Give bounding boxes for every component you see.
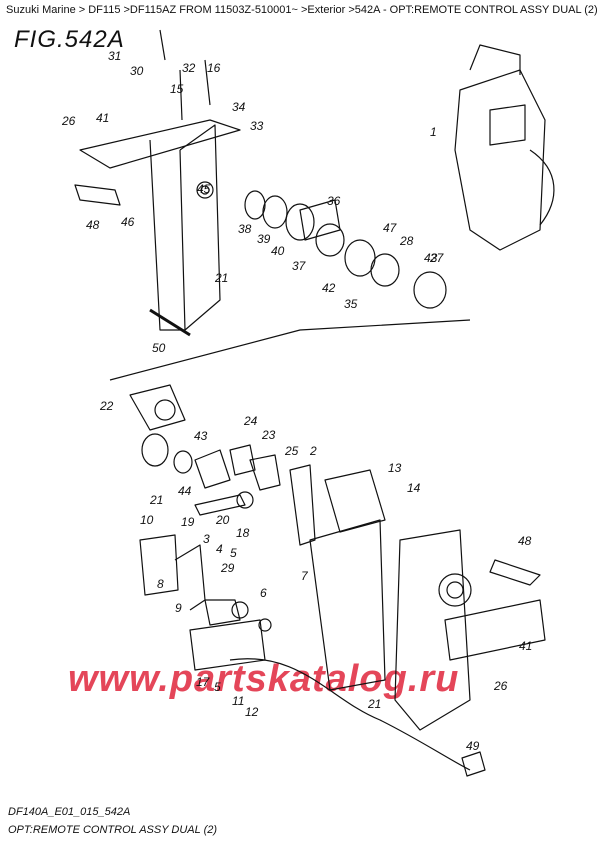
part-callout-34[interactable]: 34 (232, 100, 246, 114)
part-callout-42[interactable]: 42 (322, 281, 336, 295)
part-callout-6[interactable]: 6 (260, 586, 267, 600)
part-callout-50[interactable]: 50 (152, 341, 166, 355)
part-callout-2[interactable]: 2 (309, 444, 317, 458)
part-callout-32[interactable]: 32 (182, 61, 196, 75)
part-callout-7[interactable]: 7 (301, 569, 309, 583)
part-callout-46[interactable]: 46 (121, 215, 135, 229)
part-callout-12[interactable]: 12 (245, 705, 259, 719)
part-callout-21[interactable]: 21 (149, 493, 163, 507)
part-callout-21[interactable]: 21 (214, 271, 228, 285)
part-callout-45[interactable]: 45 (197, 182, 211, 196)
part-callout-1[interactable]: 1 (430, 125, 437, 139)
part-callout-21[interactable]: 21 (367, 697, 381, 711)
part-callout-27[interactable]: 27 (429, 251, 445, 265)
part-callout-43[interactable]: 43 (194, 429, 208, 443)
part-callout-26[interactable]: 26 (493, 679, 508, 693)
part-callout-37[interactable]: 37 (292, 259, 307, 273)
part-callout-24[interactable]: 24 (243, 414, 258, 428)
part-callout-9[interactable]: 9 (175, 601, 182, 615)
part-callout-19[interactable]: 19 (181, 515, 195, 529)
part-callout-3[interactable]: 3 (203, 532, 210, 546)
part-callout-14[interactable]: 14 (407, 481, 421, 495)
part-callout-13[interactable]: 13 (388, 461, 402, 475)
part-callout-10[interactable]: 10 (140, 513, 154, 527)
figure-caption: OPT:REMOTE CONTROL ASSY DUAL (2) (8, 824, 218, 836)
part-callout-30[interactable]: 30 (130, 64, 144, 78)
part-callout-44[interactable]: 44 (178, 484, 192, 498)
part-callout-5[interactable]: 5 (230, 546, 237, 560)
part-callout-17[interactable]: 17 (196, 675, 211, 689)
part-callout-28[interactable]: 28 (399, 234, 414, 248)
part-callout-25[interactable]: 25 (284, 444, 299, 458)
part-callout-26[interactable]: 26 (61, 114, 76, 128)
watermark: www.partskatalog.ru (68, 658, 460, 700)
part-callout-38[interactable]: 38 (238, 222, 252, 236)
part-callout-39[interactable]: 39 (257, 232, 271, 246)
part-callout-36[interactable]: 36 (327, 194, 341, 208)
part-callout-43[interactable]: 43 (424, 251, 438, 265)
part-callout-5[interactable]: 5 (214, 680, 221, 694)
part-callout-49[interactable]: 49 (466, 739, 480, 753)
part-callout-40[interactable]: 40 (271, 244, 285, 258)
part-callout-18[interactable]: 18 (236, 526, 250, 540)
part-callout-8[interactable]: 8 (157, 577, 164, 591)
part-callout-33[interactable]: 33 (250, 119, 264, 133)
part-callout-22[interactable]: 22 (99, 399, 114, 413)
part-callout-23[interactable]: 23 (261, 428, 276, 442)
part-callout-4[interactable]: 4 (216, 542, 223, 556)
part-callout-31[interactable]: 31 (108, 49, 121, 63)
part-callout-11[interactable]: 11 (232, 694, 244, 708)
figure-title: FIG.542A (14, 26, 125, 53)
part-callout-35[interactable]: 35 (344, 297, 358, 311)
drawing-code: DF140A_E01_015_542A (8, 806, 131, 818)
part-callout-41[interactable]: 41 (519, 639, 532, 653)
part-callout-16[interactable]: 16 (207, 61, 221, 75)
part-callout-47[interactable]: 47 (383, 221, 398, 235)
part-callout-41[interactable]: 41 (96, 111, 109, 125)
part-callout-29[interactable]: 29 (220, 561, 235, 575)
part-callout-48[interactable]: 48 (518, 534, 532, 548)
part-callout-15[interactable]: 15 (170, 82, 184, 96)
breadcrumb[interactable]: Suzuki Marine > DF115 >DF115AZ FROM 1150… (6, 4, 600, 16)
part-callout-48[interactable]: 48 (86, 218, 100, 232)
part-callout-20[interactable]: 20 (215, 513, 230, 527)
